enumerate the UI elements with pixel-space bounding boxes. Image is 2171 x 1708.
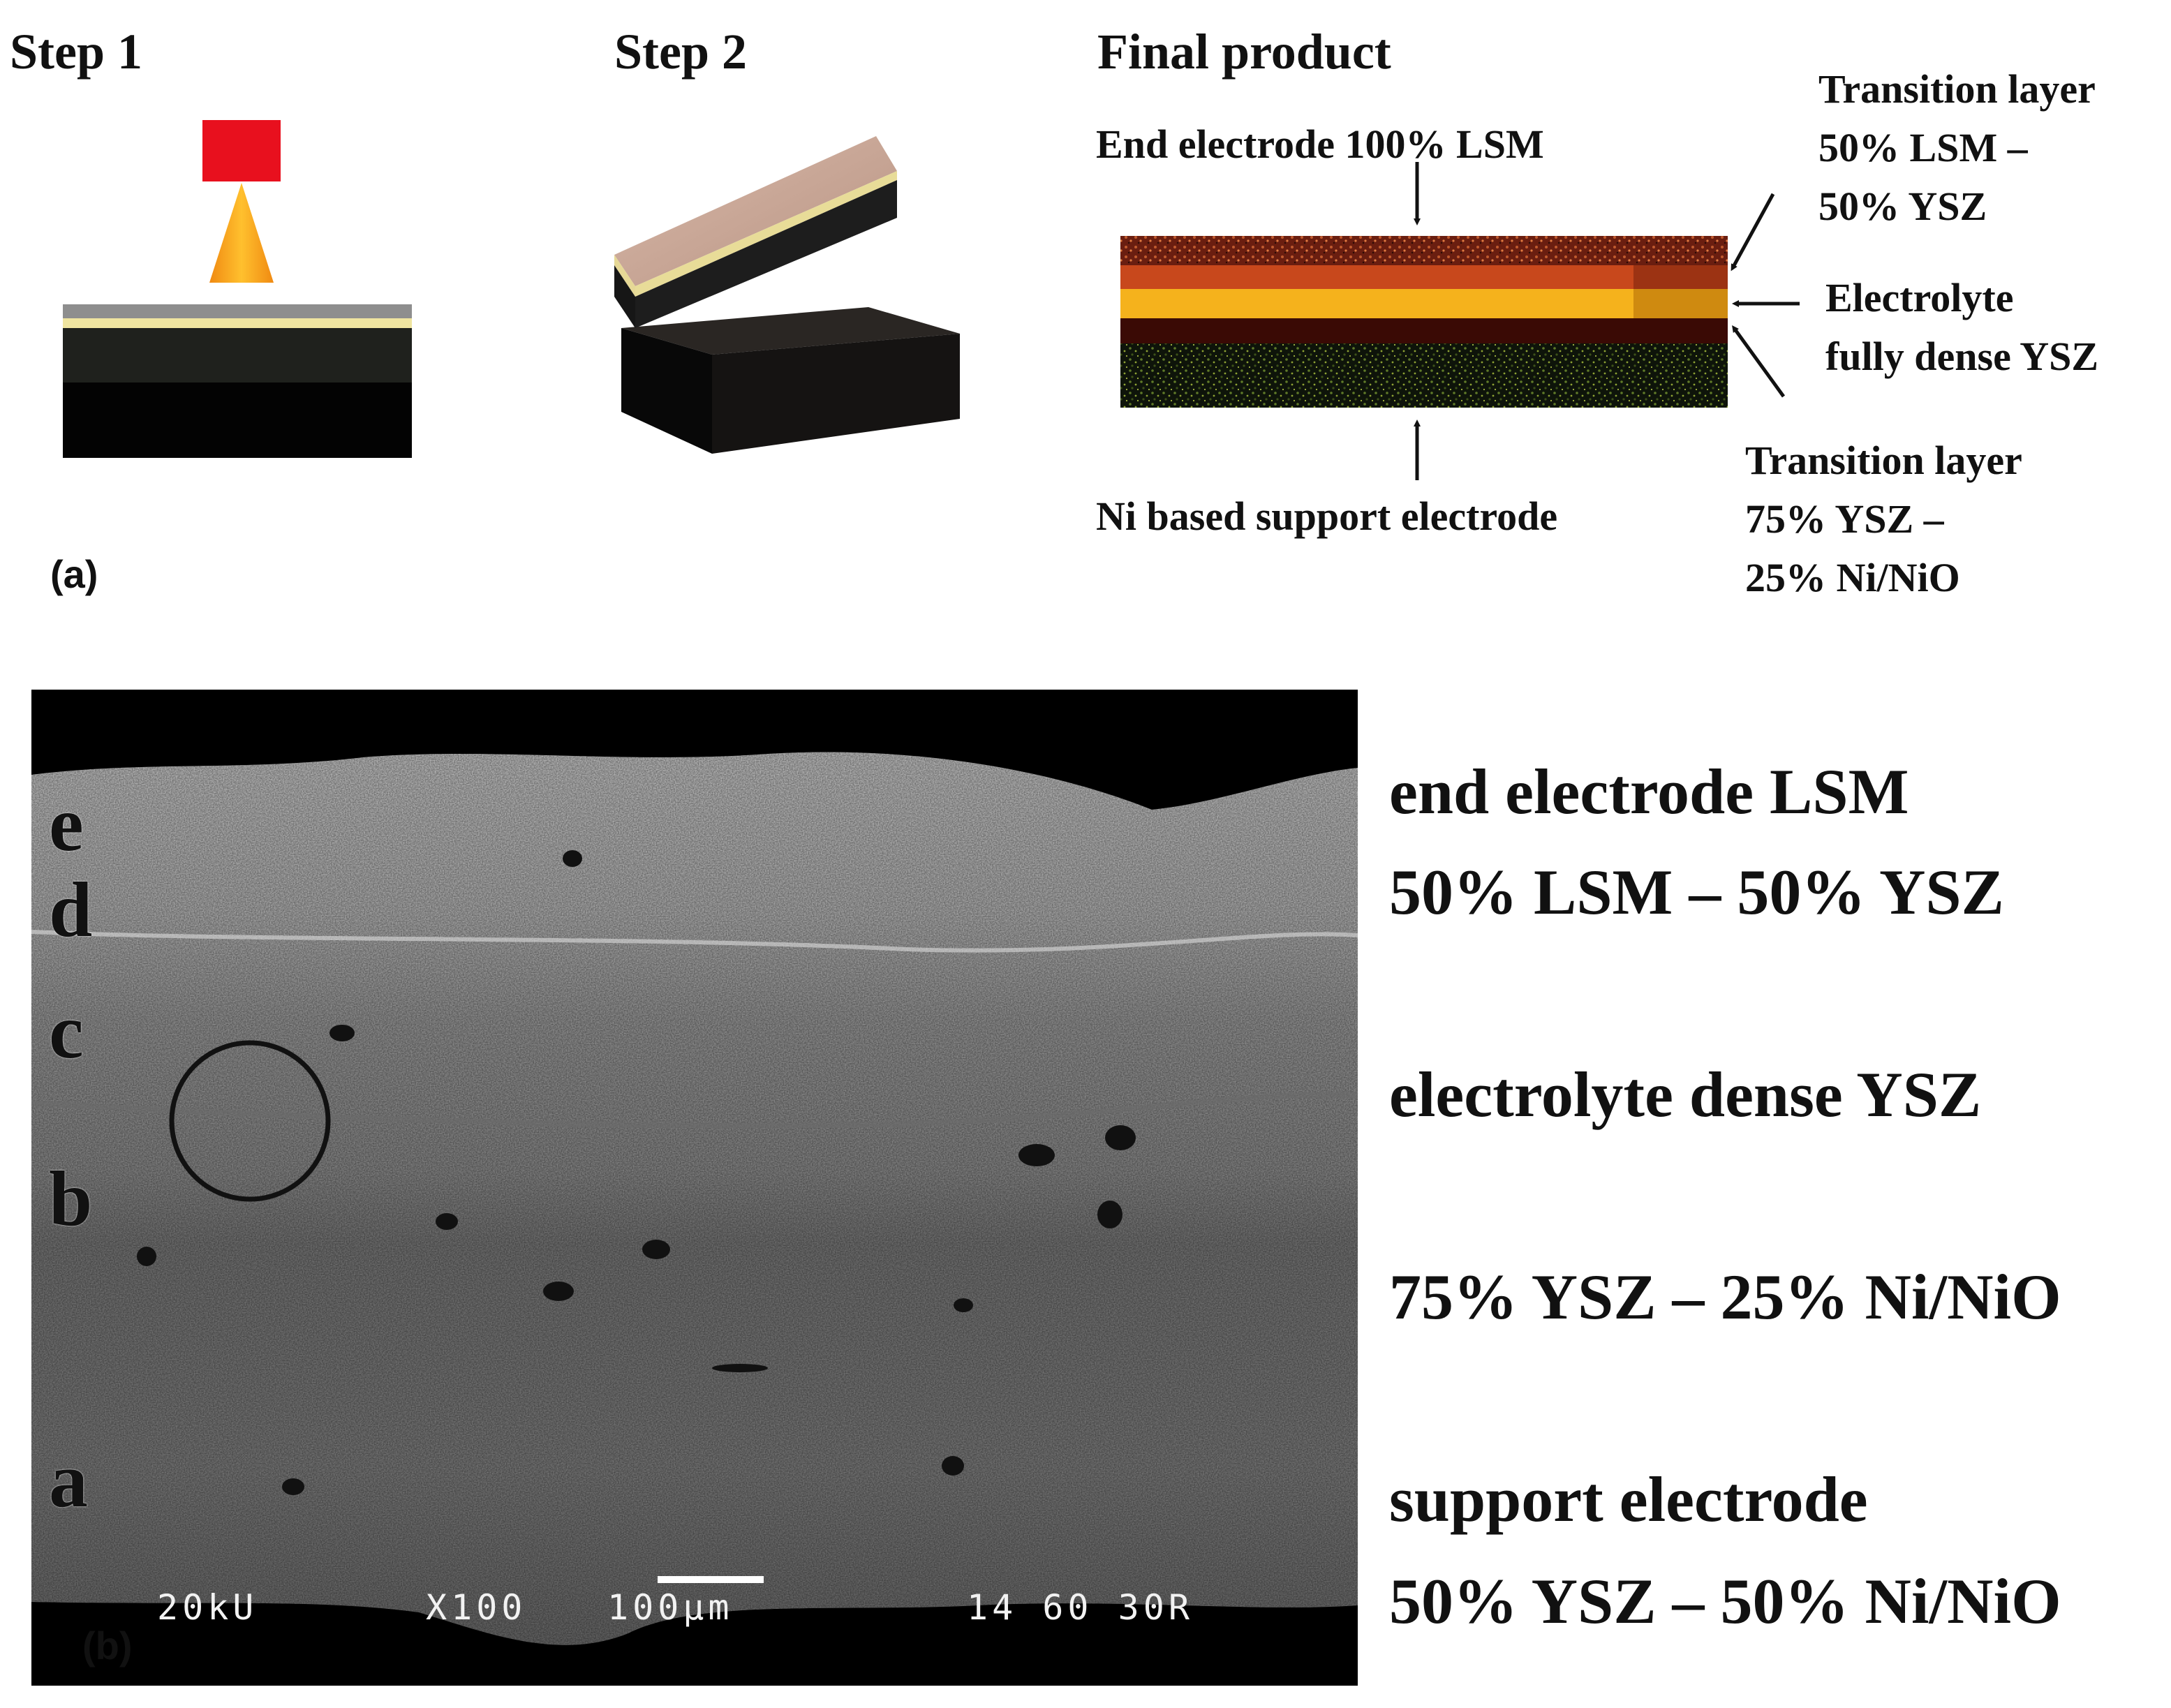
final-lsm-top: [1120, 236, 1728, 265]
nozzle-cone: [209, 183, 274, 283]
final-lsm-ysz-layer: [1120, 265, 1728, 289]
label-support-electrode: support electrode: [1389, 1464, 1868, 1535]
layer-letter-a: a: [49, 1437, 88, 1524]
nozzle-block: [202, 120, 281, 181]
step2-tilted-tape: [614, 136, 897, 328]
layer-letter-d: d: [49, 867, 93, 953]
sem-image-id: 14 60 30R: [967, 1587, 1194, 1628]
electrolyte-line1: Electrolyte: [1825, 275, 2014, 320]
transition-top-line2: 50% LSM –: [1818, 125, 2028, 171]
sem-pores: [137, 850, 1136, 1495]
electrolyte-label: Electrolyte fully dense YSZ: [1825, 269, 2098, 386]
label-ysz-ni: 75% YSZ – 25% Ni/NiO: [1389, 1261, 2061, 1332]
scale-bar: [658, 1576, 764, 1583]
arrow-transition-top: [1731, 193, 1775, 272]
label-lsm-ysz: 50% LSM – 50% YSZ: [1389, 856, 2004, 928]
final-support-layer: [1120, 343, 1728, 408]
arrow-transition-bottom: [1732, 325, 1786, 398]
highlight-circle: [169, 1040, 331, 1202]
sem-voltage: 20kU: [157, 1587, 258, 1628]
transition-bottom-line2: 75% YSZ –: [1745, 496, 1944, 542]
final-electrolyte-edge: [1633, 289, 1728, 318]
step2-title: Step 2: [614, 24, 748, 80]
boundary-d-c: [31, 930, 1358, 953]
step1-yellow-layer: [63, 318, 412, 328]
boundary-c-b: [31, 1092, 1358, 1129]
transition-top-line1: Transition layer: [1818, 66, 2096, 112]
layer-letter-c: c: [49, 988, 84, 1075]
transition-bottom-line1: Transition layer: [1745, 438, 2022, 483]
final-lsm-ysz-edge: [1633, 265, 1728, 289]
sem-magnification: X100: [426, 1587, 527, 1628]
sem-scale-length: 100µm: [607, 1587, 734, 1628]
final-product-title: Final product: [1097, 24, 1391, 80]
step1-lower-block: [63, 383, 412, 458]
sem-texture: [31, 752, 1358, 1645]
step1-grey-layer: [63, 304, 412, 318]
transition-bottom-line3: 25% Ni/NiO: [1745, 555, 1960, 601]
step1-title: Step 1: [10, 24, 143, 80]
panel-b-label: (b): [82, 1624, 133, 1668]
layer-letter-b: b: [49, 1156, 93, 1242]
transition-top-line3: 50% YSZ: [1818, 184, 1987, 230]
electrolyte-line2: fully dense YSZ: [1825, 334, 2099, 380]
label-ysz-ni-support: 50% YSZ – 50% Ni/NiO: [1389, 1566, 2061, 1637]
layer-letter-e: e: [49, 781, 84, 868]
transition-bottom-label: Transition layer 75% YSZ – 25% Ni/NiO: [1745, 431, 2022, 607]
label-electrolyte-ysz: electrolyte dense YSZ: [1389, 1059, 1982, 1130]
step2-lower-block: [621, 307, 960, 454]
final-ysz-ni-layer: [1120, 318, 1728, 343]
step1-upper-block: [63, 328, 412, 383]
support-electrode-label: Ni based support electrode: [1096, 493, 1558, 539]
panel-a-label: (a): [50, 552, 98, 596]
final-electrolyte-layer: [1120, 289, 1728, 318]
end-electrode-label: End electrode 100% LSM: [1096, 121, 1544, 167]
transition-top-label: Transition layer 50% LSM – 50% YSZ: [1818, 60, 2096, 236]
label-end-electrode-lsm: end electrode LSM: [1389, 756, 1909, 827]
